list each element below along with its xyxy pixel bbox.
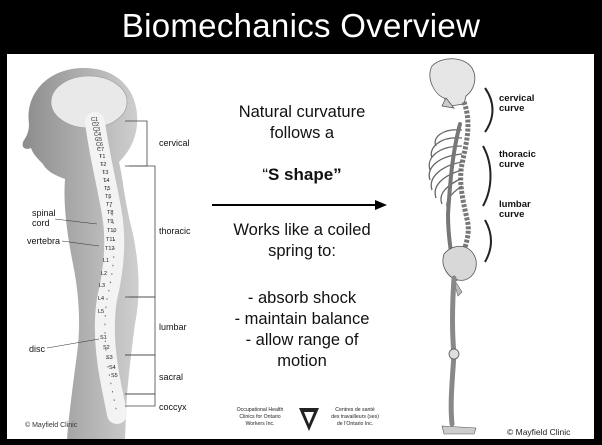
vertebra-number: T1 xyxy=(99,154,105,160)
bullet-item: - maintain balance xyxy=(202,309,402,330)
region-label-thoracic: thoracic xyxy=(159,226,191,236)
spring-line-1: Works like a coiled xyxy=(202,220,402,241)
vertebra-number: T4 xyxy=(103,178,109,184)
skeleton-credit: © Mayfield Clinic xyxy=(507,427,570,437)
logo-text-en: Occupational Health Clinics for Ontario … xyxy=(229,407,291,428)
bullet-list: - absorb shock - maintain balance - allo… xyxy=(202,288,402,372)
bullet-item: - allow range of xyxy=(202,330,402,351)
vertebra-number: T10 xyxy=(107,228,116,234)
slide-title: Biomechanics Overview xyxy=(122,7,480,44)
vertebra-number: T6 xyxy=(105,194,111,200)
vertebra-label: vertebra xyxy=(27,236,60,246)
thoracic-curve-label: thoracic curve xyxy=(499,150,536,170)
vertebra-number: T11 xyxy=(106,237,115,243)
curvature-text: Natural curvature follows a xyxy=(202,102,402,144)
pelvis xyxy=(443,246,476,280)
logo-en-line: Occupational Health xyxy=(229,407,291,414)
vertebra-number: T12 xyxy=(105,246,114,252)
logo-en-line: Clinics for Ontario xyxy=(229,414,291,421)
curvature-line-1: Natural curvature xyxy=(202,102,402,123)
bullet-item: - absorb shock xyxy=(202,288,402,309)
logo-text-fr: Centres de santé des travailleurs (ses) … xyxy=(325,407,385,428)
spring-line-2: spring to: xyxy=(202,241,402,262)
foot xyxy=(442,426,476,434)
cervical-curve-label: cervical curve xyxy=(499,94,534,114)
skull xyxy=(430,59,475,106)
region-label-lumbar: lumbar xyxy=(159,322,187,332)
vertebra-number: L5 xyxy=(98,309,104,315)
footer-logo: Occupational Health Clinics for Ontario … xyxy=(229,405,384,435)
vertebra-number: T7 xyxy=(106,202,112,208)
logo-en-line: Workers Inc. xyxy=(229,421,291,428)
spinal-cord-label-1: spinal xyxy=(32,208,56,218)
vertebra-number: T2 xyxy=(100,162,106,168)
vertebra-number: S5 xyxy=(111,373,118,379)
vertebra-number: S2 xyxy=(103,345,110,351)
logo-fr-line: des travailleurs (ses) xyxy=(325,414,385,421)
vertebra-number: L4 xyxy=(98,296,104,302)
vertebra-number: T9 xyxy=(107,219,113,225)
curve-label-line: curve xyxy=(499,160,536,170)
femur xyxy=(453,278,455,354)
vertebra-number: L2 xyxy=(101,271,107,277)
spinal-cord-label-2: cord xyxy=(32,218,50,228)
s-shape-bold: S shape” xyxy=(268,165,342,184)
vertebra-number: C7 xyxy=(97,147,104,153)
ohcow-logo-icon xyxy=(297,405,321,433)
arrow-right-icon xyxy=(212,199,387,211)
vertebra-number: S3 xyxy=(106,355,113,361)
logo-fr-line: de l’Ontario Inc. xyxy=(325,421,385,428)
vertebra-number: L1 xyxy=(103,258,109,264)
vertebra-number: T8 xyxy=(107,210,113,216)
tibia xyxy=(451,354,454,424)
bullet-item: motion xyxy=(202,351,402,372)
logo-fr-line: Centres de santé xyxy=(325,407,385,414)
vertebra-number: T5 xyxy=(104,186,110,192)
lumbar-curve-label: lumbar curve xyxy=(499,200,531,220)
region-label-sacral: sacral xyxy=(159,372,183,382)
vertebra-number: L3 xyxy=(99,283,105,289)
s-shape-text: “S shape” xyxy=(202,164,402,185)
content-panel: cervical thoracic lumbar sacral coccyx s… xyxy=(7,54,594,439)
spine-credit: © Mayfield Clinic xyxy=(25,422,77,429)
vertebra-number: S4 xyxy=(109,365,116,371)
vertebra-number: S1 xyxy=(100,335,107,341)
curve-brackets xyxy=(477,84,507,284)
region-label-coccyx: coccyx xyxy=(159,402,187,412)
curve-label-line: curve xyxy=(499,104,534,114)
curvature-line-2: follows a xyxy=(202,123,402,144)
curve-label-line: curve xyxy=(499,210,531,220)
region-label-cervical: cervical xyxy=(159,138,190,148)
spring-text: Works like a coiled spring to: xyxy=(202,220,402,262)
disc-label: disc xyxy=(29,344,45,354)
title-bar: Biomechanics Overview xyxy=(0,0,602,52)
vertebra-number: T3 xyxy=(102,170,108,176)
